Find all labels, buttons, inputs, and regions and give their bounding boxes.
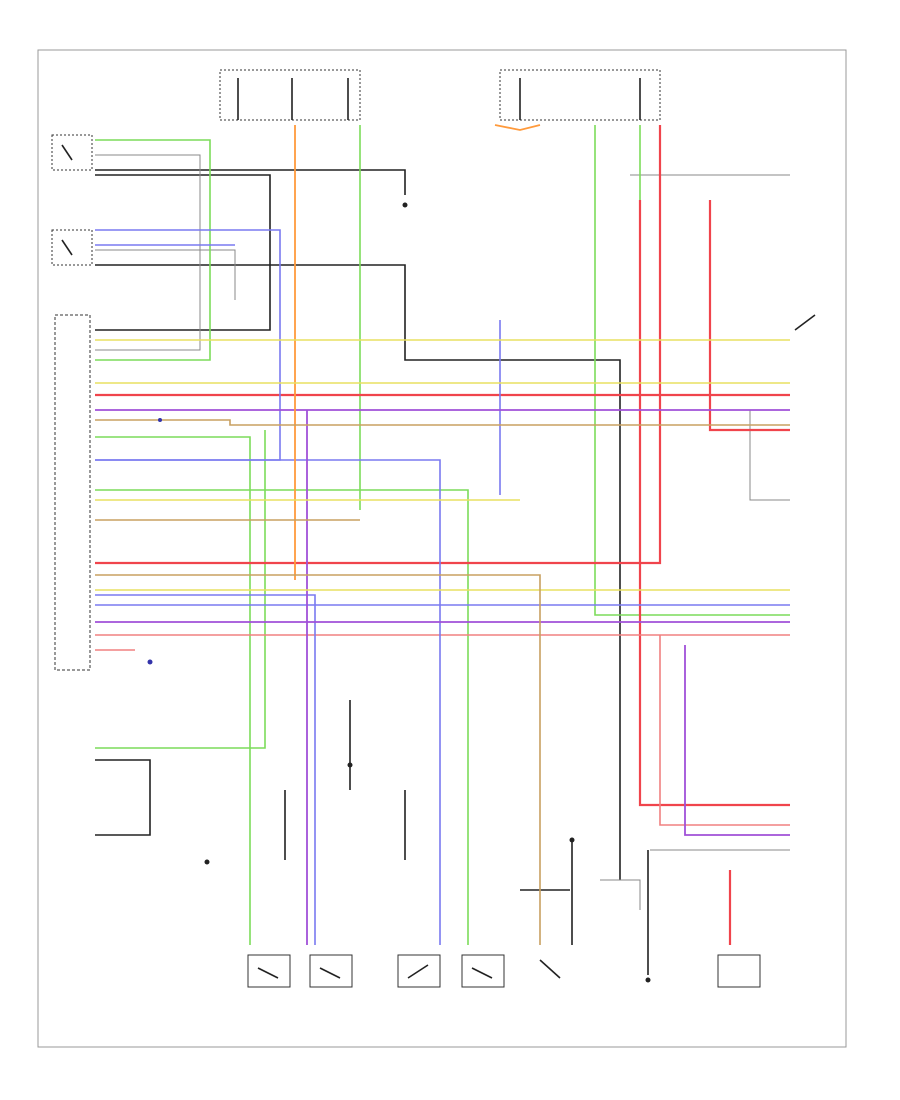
wires-red [95, 125, 790, 945]
ground-symbols [204, 202, 651, 983]
ground-icon [569, 837, 575, 843]
wires-black [95, 169, 649, 975]
fuse-block-right [499, 69, 661, 121]
connector-marks [147, 418, 162, 665]
ground-icon [645, 977, 651, 983]
bottom-switches [247, 954, 761, 988]
diagram-border [37, 49, 847, 1048]
wires-pink [95, 634, 790, 826]
wires-blue [95, 229, 790, 945]
control-unit [54, 314, 91, 671]
ground-icon [402, 202, 408, 208]
wires-orange [294, 124, 541, 580]
passenger-door-switch [51, 229, 93, 266]
hood-switch [794, 314, 816, 331]
wires-gray [95, 154, 790, 910]
connector-icon [147, 659, 153, 665]
trunk-switch [539, 959, 561, 979]
driver-door-switch [51, 134, 93, 171]
wires-purple [95, 409, 790, 945]
ground-icon [347, 762, 353, 768]
connector-icon [158, 418, 162, 422]
wires-green [95, 125, 790, 945]
fuse-block-left [219, 69, 361, 121]
wires-tan [95, 419, 790, 945]
ground-icon [204, 859, 210, 865]
wires-yellow [95, 339, 790, 591]
